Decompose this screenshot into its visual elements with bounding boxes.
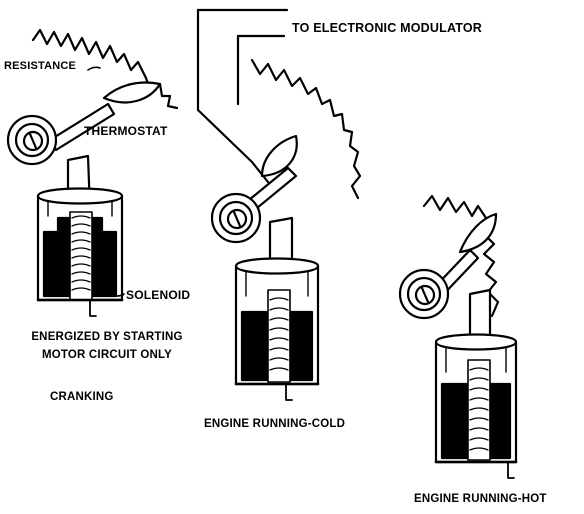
engine-running-hot-assembly — [398, 194, 518, 479]
heater-leaf-1 — [102, 81, 162, 104]
caption-engine-running-cold: ENGINE RUNNING-COLD — [204, 418, 346, 430]
thermostat-coil-2 — [210, 192, 262, 244]
resistance-zigzag-1 — [31, 28, 179, 110]
heater-leaf-2 — [260, 134, 298, 178]
thermostat-coil-3 — [398, 268, 450, 320]
resistance-label: RESISTANCE — [4, 60, 77, 72]
engine-running-cold-assembly — [210, 58, 362, 401]
caption-cranking: CRANKING — [50, 391, 114, 403]
modulator-wires — [196, 8, 289, 184]
heater-leaf-3 — [458, 212, 498, 254]
caption-engine-running-hot: ENGINE RUNNING-HOT — [414, 493, 547, 505]
thermostat-label: THERMOSTAT — [84, 124, 168, 138]
cranking-assembly — [6, 28, 179, 317]
solenoid-label: SOLENOID — [126, 288, 191, 302]
energized-note-line1: ENERGIZED BY STARTING — [31, 331, 183, 343]
thermostat-coil-1 — [6, 114, 58, 166]
energized-note-line2: MOTOR CIRCUIT ONLY — [41, 349, 173, 361]
to-electronic-modulator-label: TO ELECTRONIC MODULATOR — [292, 21, 483, 35]
resistance-zigzag-2 — [250, 58, 362, 200]
